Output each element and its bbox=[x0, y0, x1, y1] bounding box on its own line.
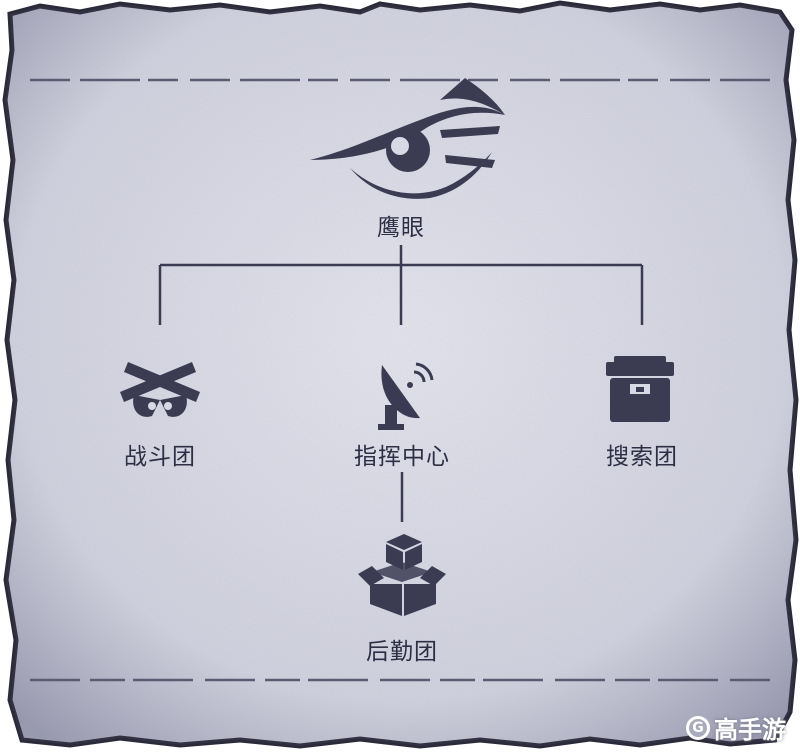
watermark-text: 高手游 bbox=[714, 716, 786, 744]
paper-texture bbox=[5, 3, 796, 746]
crossed-pistols-icon bbox=[120, 362, 200, 417]
watermark: G 高手游 bbox=[686, 710, 786, 745]
cardboard-box-icon bbox=[358, 534, 446, 616]
connector-lines bbox=[158, 245, 644, 522]
g-logo-icon: G bbox=[686, 715, 710, 740]
toolbox-icon bbox=[606, 356, 674, 422]
node-label-logistics: 后勤团 bbox=[366, 639, 438, 665]
node-label-combat: 战斗团 bbox=[124, 444, 196, 470]
node-label-search: 搜索团 bbox=[606, 444, 678, 470]
node-label-command: 指挥中心 bbox=[354, 444, 450, 470]
eye-emblem-icon bbox=[310, 78, 505, 199]
satellite-dish-icon bbox=[378, 362, 434, 430]
node-label-root: 鹰眼 bbox=[377, 215, 425, 241]
